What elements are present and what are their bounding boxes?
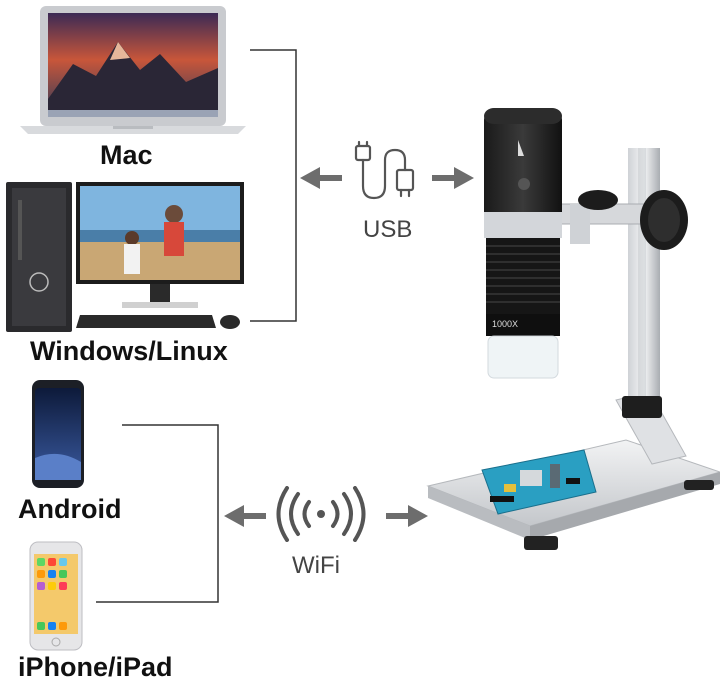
- mac-label: Mac: [100, 140, 153, 170]
- android-label: Android: [18, 494, 122, 524]
- android-phone-image: [32, 380, 84, 488]
- wifi-signal-icon: [276, 486, 366, 542]
- usb-left-arrow: [300, 167, 342, 189]
- wifi-right-arrow: [386, 505, 428, 527]
- usb-label: USB: [363, 216, 413, 243]
- windows-pc-image: [6, 182, 244, 332]
- wifi-left-arrow: [224, 505, 266, 527]
- iphone-ipad-label: iPhone/iPad: [18, 652, 173, 682]
- iphone-image: [29, 541, 83, 651]
- wifi-label: WiFi: [292, 552, 340, 579]
- microscope-image: [426, 108, 720, 550]
- usb-right-arrow: [432, 167, 474, 189]
- magnification-label: 1000X: [492, 319, 519, 329]
- usb-cable-icon: [354, 140, 415, 200]
- macbook-image: [20, 6, 246, 134]
- windows-linux-label: Windows/Linux: [30, 336, 228, 366]
